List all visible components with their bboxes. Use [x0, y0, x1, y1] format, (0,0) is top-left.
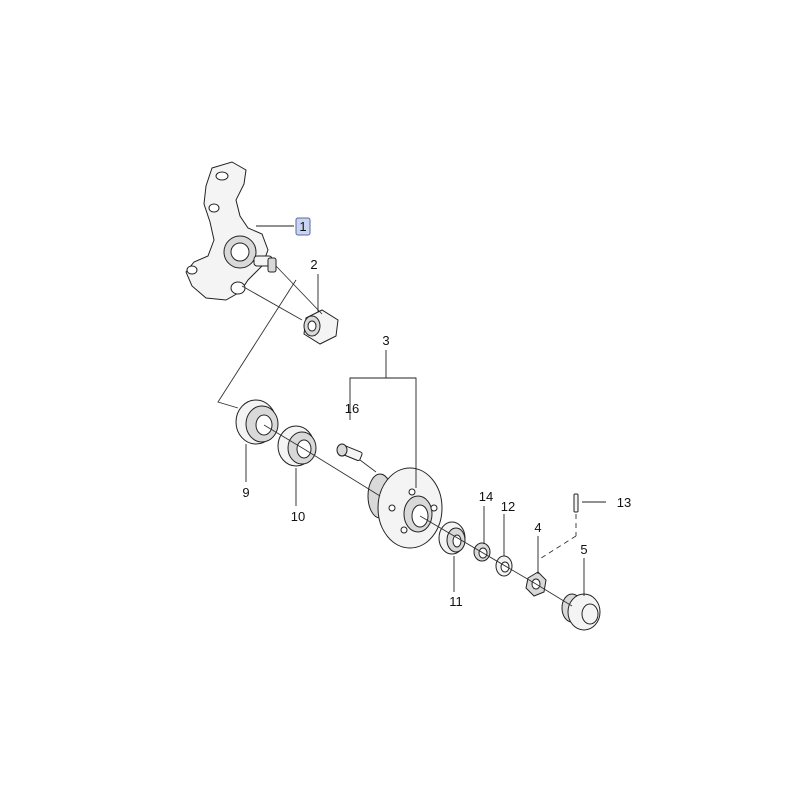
- callout-label-14[interactable]: 14: [479, 489, 493, 504]
- callout-label-11[interactable]: 11: [449, 594, 463, 609]
- inner-bearing[interactable]: [277, 425, 317, 467]
- steering-knuckle[interactable]: [185, 161, 277, 301]
- callout-label-3[interactable]: 3: [382, 333, 389, 348]
- assembly-axes: [217, 265, 577, 607]
- callout-label-16[interactable]: 16: [345, 401, 359, 416]
- callout-1[interactable]: 1: [295, 217, 311, 236]
- leader-lines: [245, 225, 606, 596]
- callout-label-4[interactable]: 4: [534, 520, 541, 535]
- washer[interactable]: [495, 555, 513, 577]
- cap[interactable]: [561, 593, 601, 631]
- callout-label-5[interactable]: 5: [580, 542, 587, 557]
- wheel-stud[interactable]: [336, 443, 363, 462]
- callout-label-9[interactable]: 9: [242, 485, 249, 500]
- hub-assembly[interactable]: [367, 467, 443, 549]
- outer-bearing[interactable]: [235, 399, 279, 445]
- bearing-11[interactable]: [438, 521, 466, 555]
- cotter-pin[interactable]: [573, 493, 579, 513]
- callout-label-2[interactable]: 2: [310, 257, 317, 272]
- callout-label-12[interactable]: 12: [501, 499, 515, 514]
- bushing[interactable]: [303, 309, 339, 345]
- callout-label-10[interactable]: 10: [291, 509, 305, 524]
- callout-label-1: 1: [299, 219, 306, 234]
- callout-label-13[interactable]: 13: [617, 495, 631, 510]
